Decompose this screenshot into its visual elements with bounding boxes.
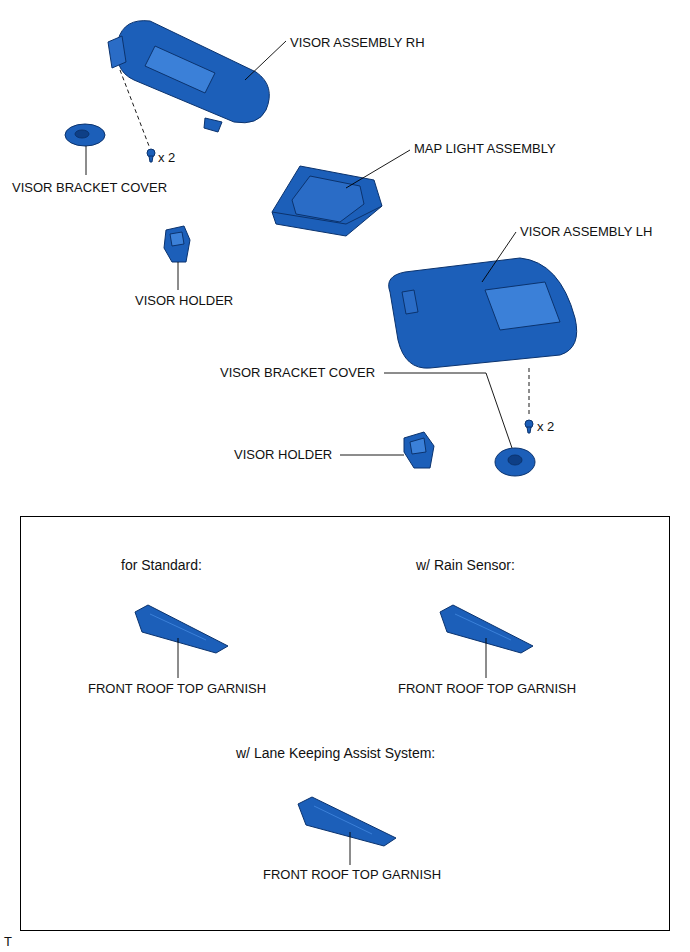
- bracket-cover: [65, 124, 105, 146]
- quantity-note: x 2: [537, 419, 554, 435]
- variant-heading: w/ Rain Sensor:: [416, 557, 515, 573]
- part-name: FRONT ROOF TOP GARNISH: [263, 867, 441, 883]
- bracket-cover: [495, 448, 535, 476]
- part-name: FRONT ROOF TOP GARNISH: [88, 681, 266, 697]
- quantity-note: x 2: [158, 150, 175, 166]
- variant-heading: for Standard:: [121, 557, 202, 573]
- visor-holder: [404, 432, 434, 468]
- part-name: MAP LIGHT ASSEMBLY: [414, 141, 556, 157]
- roof-garnish: [135, 605, 228, 653]
- part-name: VISOR ASSEMBLY LH: [520, 224, 652, 240]
- variant-heading: w/ Lane Keeping Assist System:: [236, 745, 435, 761]
- figure-code: T: [4, 934, 12, 950]
- visor-holder: [164, 226, 190, 262]
- part-name: FRONT ROOF TOP GARNISH: [398, 681, 576, 697]
- visor-lh: [389, 258, 577, 368]
- leader-lines: [86, 41, 529, 865]
- variant-panel: for Standard: FRONT ROOF TOP GARNISH w/ Ra…: [20, 516, 670, 931]
- visor-rh: [117, 21, 270, 123]
- part-name: VISOR HOLDER: [234, 447, 332, 463]
- part-name: VISOR HOLDER: [135, 293, 233, 309]
- roof-garnish: [298, 797, 396, 846]
- part-name: VISOR BRACKET COVER: [12, 180, 167, 196]
- part-name: VISOR BRACKET COVER: [220, 365, 375, 381]
- part-name: VISOR ASSEMBLY RH: [290, 35, 425, 51]
- roof-garnish: [440, 605, 533, 653]
